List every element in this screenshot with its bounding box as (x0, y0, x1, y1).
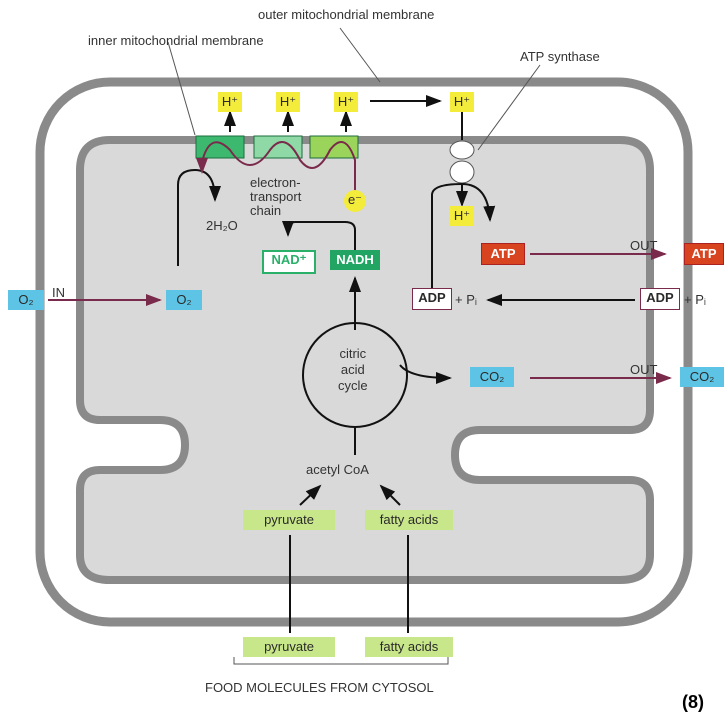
co2-matrix: CO₂ (470, 367, 514, 387)
complex-3 (309, 135, 359, 159)
proton-2: H⁺ (276, 92, 300, 112)
citric-cycle-ring (302, 322, 408, 428)
atp-synthase-label: ATP synthase (520, 49, 600, 64)
electron: e⁻ (344, 190, 366, 212)
co2-outside: CO₂ (680, 367, 724, 387)
water-label: 2H₂O (206, 218, 238, 233)
electron-path (201, 141, 356, 195)
fatty-acids-cytosol: fatty acids (365, 637, 453, 657)
citric-label-line: citric (339, 346, 367, 361)
adp-matrix: ADP (412, 288, 452, 310)
out-label-co2: OUT (630, 362, 658, 377)
atp-synthase-head (449, 140, 475, 160)
etc-label-line: transport (250, 189, 302, 204)
acetyl-coa-label: acetyl CoA (306, 462, 369, 477)
pi-outside: + Pᵢ (684, 292, 706, 307)
proton-1: H⁺ (218, 92, 242, 112)
citric-label-line: cycle (338, 378, 368, 393)
nad-plus-box: NAD⁺ (262, 250, 316, 274)
etc-label-line: chain (250, 203, 282, 218)
in-label: IN (52, 285, 65, 300)
outer-membrane-label: outer mitochondrial membrane (258, 7, 435, 22)
o2-outside: O₂ (8, 290, 44, 310)
proton-3: H⁺ (334, 92, 358, 112)
complex-2 (253, 135, 303, 159)
fatty-acids-matrix: fatty acids (365, 510, 453, 530)
etc-label-line: electron- (250, 175, 301, 190)
citric-cycle-label: citric acid cycle (338, 346, 368, 394)
o2-matrix: O₂ (166, 290, 202, 310)
nadh-box: NADH (330, 250, 380, 270)
citric-label-line: acid (340, 362, 365, 377)
inner-membrane-label: inner mitochondrial membrane (88, 33, 264, 48)
food-molecules-label: FOOD MOLECULES FROM CYTOSOL (205, 680, 434, 695)
proton-5: H⁺ (450, 206, 474, 226)
atp-outside: ATP (684, 243, 724, 265)
pi-matrix: + Pᵢ (455, 292, 477, 307)
proton-4: H⁺ (450, 92, 474, 112)
atp-matrix: ATP (481, 243, 525, 265)
figure-number: (8) (682, 692, 704, 712)
adp-outside: ADP (640, 288, 680, 310)
pyruvate-cytosol: pyruvate (243, 637, 335, 657)
pyruvate-matrix: pyruvate (243, 510, 335, 530)
atp-synthase-base (449, 160, 475, 184)
out-label-atp: OUT (630, 238, 658, 253)
etc-label: electron- transport chain (250, 176, 301, 218)
